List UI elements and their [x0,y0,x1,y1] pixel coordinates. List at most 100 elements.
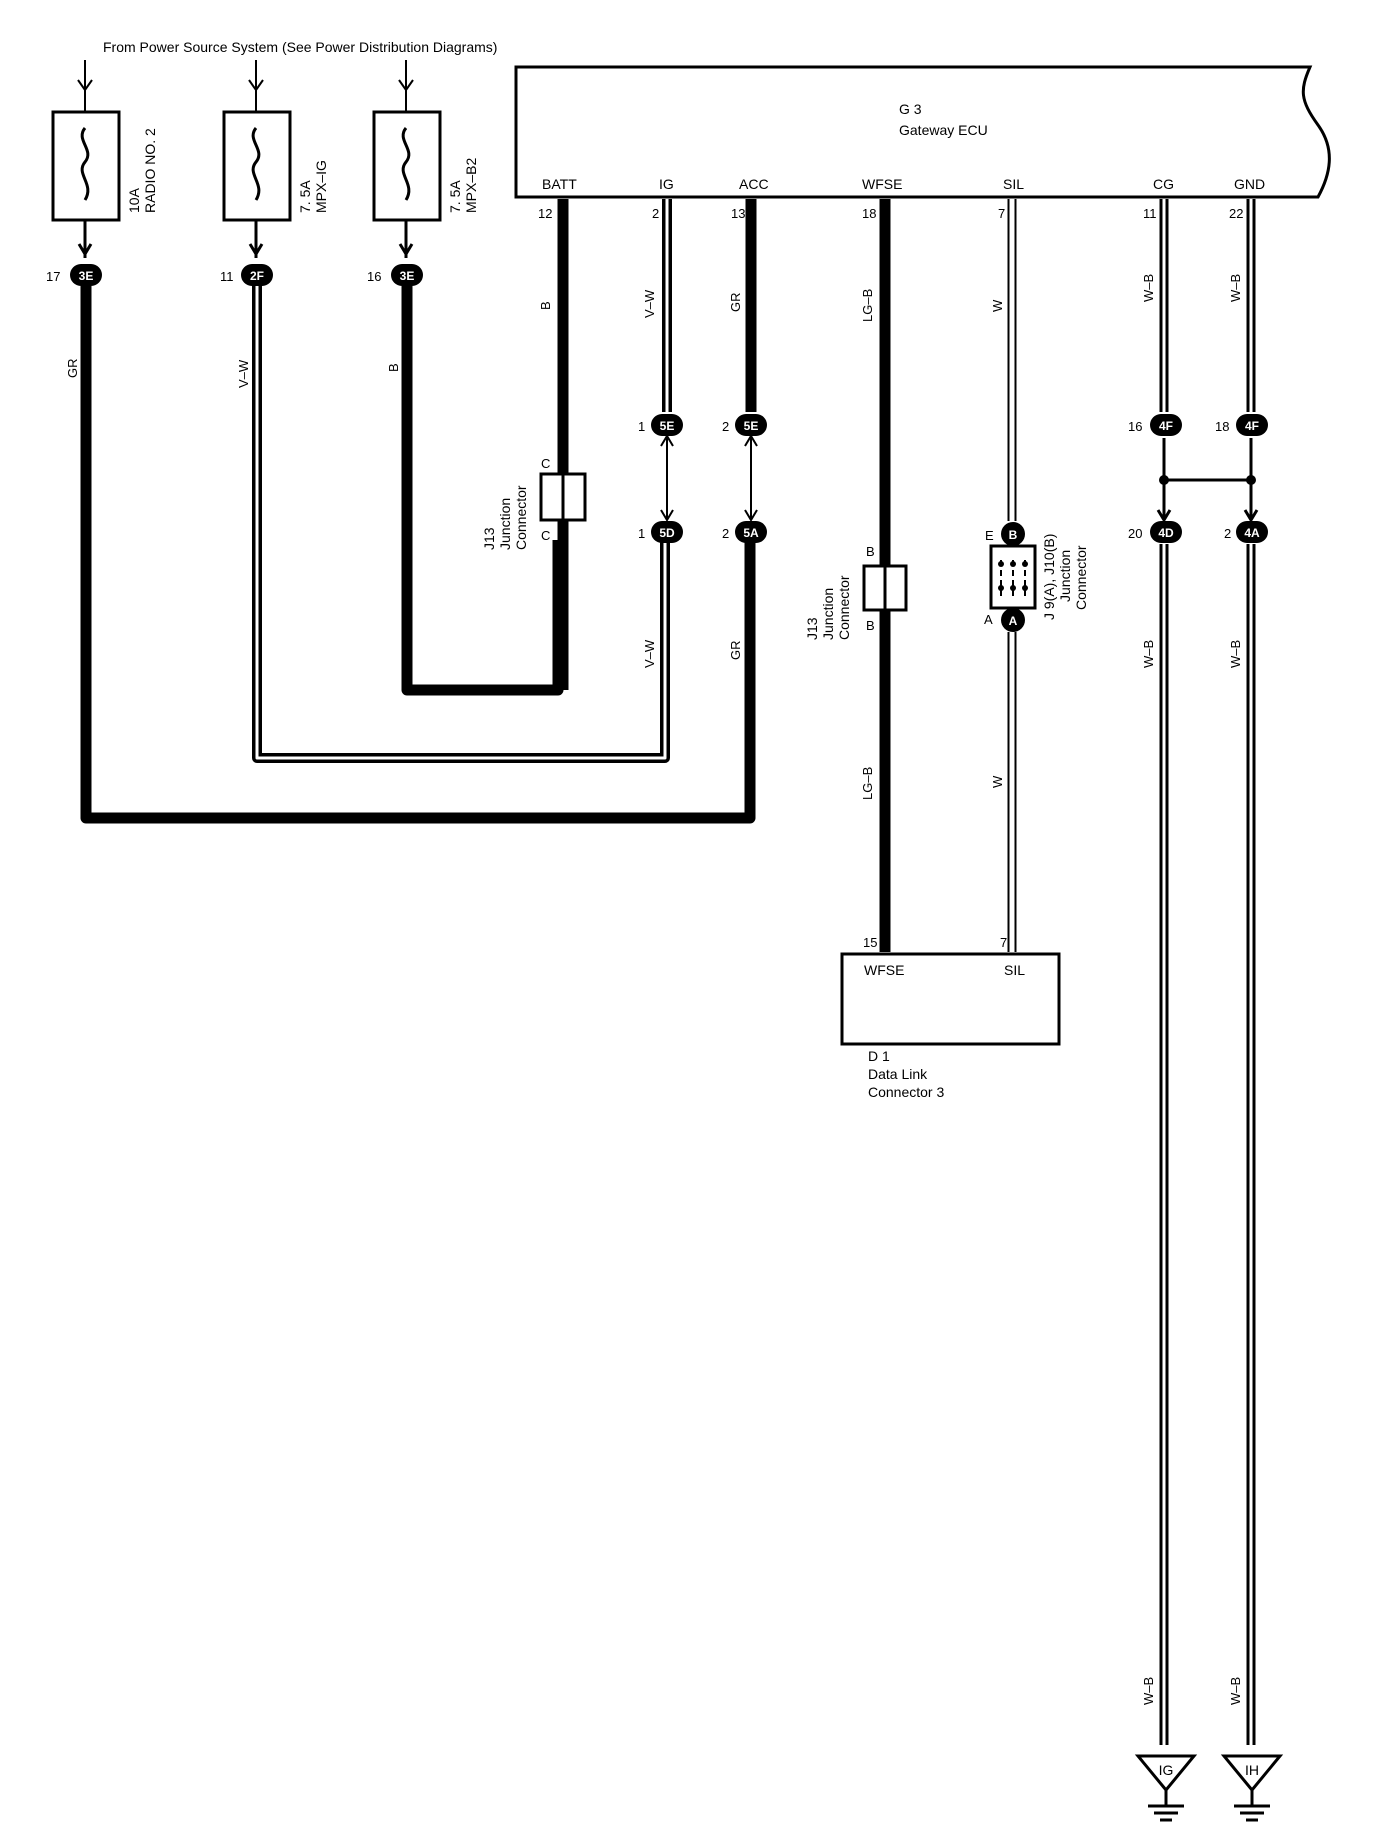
wire-label: GR [65,359,80,379]
wire-label: W–B [1228,640,1243,668]
diagram-label: J13 [804,617,820,640]
inline-connector: 2 5A [722,521,767,543]
gateway-ecu: G 3 Gateway ECU BATT IG ACC WFSE SIL CG … [514,65,1331,199]
terminal-name: BATT [542,176,577,192]
terminal-name: SIL [1004,962,1025,978]
inline-connector: 1 5D [638,521,683,543]
wire-label: LG–B [860,289,875,322]
connector-id: 3E [400,269,415,283]
diagram-label: B [866,544,875,559]
diagram-label: Connector [836,575,852,640]
diagram-label: 2 [722,526,729,541]
terminal-name: WFSE [864,962,904,978]
wire-b [401,286,564,696]
junction-connector-j13-mid: B B J13 Junction Connector [804,544,908,640]
ecu-code: G 3 [899,101,922,117]
wire-label: GR [728,641,743,661]
wire-label: W [990,299,1005,312]
diagram-label: C [541,528,550,543]
terminal-name: IG [659,176,674,192]
pin-number: 16 [367,269,381,284]
junction-connector-j13-left: C C J13 Junction Connector [481,456,587,550]
wire-label: W–B [1228,274,1243,302]
inline-connector: 1 5E [638,414,683,436]
wire-label: GR [728,293,743,313]
diagram-label: B [866,618,875,633]
pin-number: 13 [731,206,745,221]
source-note: From Power Source System (See Power Dist… [103,39,497,55]
diagram-label: Data Link [868,1066,928,1082]
pin-number: 7 [998,206,1005,221]
inline-connector: 2 5E [722,414,767,436]
wire-label: V–W [642,289,657,318]
connector-id: 3E [79,269,94,283]
diagram-label: 2 [1224,526,1231,541]
diagram-label: E [985,528,994,543]
diagram-label: 4F [1159,419,1173,433]
diagram-label: Connector [1073,545,1089,610]
fuse-connector: 11 2F [220,264,273,286]
diagram-label: A [1009,614,1018,628]
pin-number: 15 [863,935,877,950]
pin-number: 12 [538,206,552,221]
terminal-name: WFSE [862,176,902,192]
diagram-label: 4A [1244,526,1260,540]
diagram-label: Connector [513,485,529,550]
pin-number: 17 [46,269,60,284]
inline-connector: 16 4F [1128,414,1182,436]
wire-label: W–B [1141,274,1156,302]
diagram-label: D 1 [868,1048,890,1064]
diagram-label: IG [1159,1762,1174,1778]
diagram-label: 5D [659,526,675,540]
pin-number: 11 [220,269,234,284]
fuse-name: RADIO NO. 2 [142,128,158,213]
diagram-label: 4D [1158,526,1174,540]
diagram-label: B [1009,528,1018,542]
wire-gr [80,286,756,824]
pin-number: 11 [1143,206,1157,221]
junction-connector-j9-j10: E B A A J 9(A), J10(B) Junction Connecto… [984,522,1089,632]
fuse-name: MPX–B2 [463,158,479,213]
diagram-label: Junction [497,498,513,550]
diagram-label: 2 [722,419,729,434]
terminal-name: SIL [1003,176,1024,192]
diagram-label: 16 [1128,419,1142,434]
wire-label: W–B [1141,1677,1156,1705]
wire-label: W–B [1228,1677,1243,1705]
diagram-label: 18 [1215,419,1229,434]
diagram-label: J 9(A), J10(B) [1041,534,1057,620]
diagram-label: A [984,612,993,627]
pin-number: 2 [652,206,659,221]
connector-id: 2F [250,269,264,283]
diagram-label: J13 [481,527,497,550]
terminal-name: GND [1234,176,1265,192]
fuse-rating: 7. 5A [447,180,463,213]
wire-label: B [538,301,553,310]
fuse-radio-no2: 10A RADIO NO. 2 [51,60,158,258]
fuse-rating: 7. 5A [297,180,313,213]
pin-number: 22 [1229,206,1243,221]
fuse-mpx-b2: 7. 5A MPX–B2 [372,60,479,258]
ground-symbol: IG [1134,1754,1198,1822]
wire-label: LG–B [860,767,875,800]
diagram-label: Junction [1057,550,1073,602]
terminal-name: ACC [739,176,769,192]
diagram-label: 1 [638,526,645,541]
diagram-label: 1 [638,419,645,434]
pin-number: 7 [1000,935,1007,950]
diagram-label: 20 [1128,526,1142,541]
diagram-label: 5E [744,419,759,433]
wire-label: B [386,363,401,372]
wire-label: V–W [642,639,657,668]
diagram-label: IH [1245,1762,1259,1778]
diagram-label: Connector 3 [868,1084,944,1100]
wire-label: W [990,775,1005,788]
fuse-connector: 17 3E [46,264,102,286]
data-link-connector: 15 7 WFSE SIL D 1 Data Link Connector 3 [840,935,1061,1100]
fuse-rating: 10A [126,187,142,213]
diagram-label: Junction [820,588,836,640]
pin-number: 18 [862,206,876,221]
wire-label: W–B [1141,640,1156,668]
wire-label: V–W [236,359,251,388]
